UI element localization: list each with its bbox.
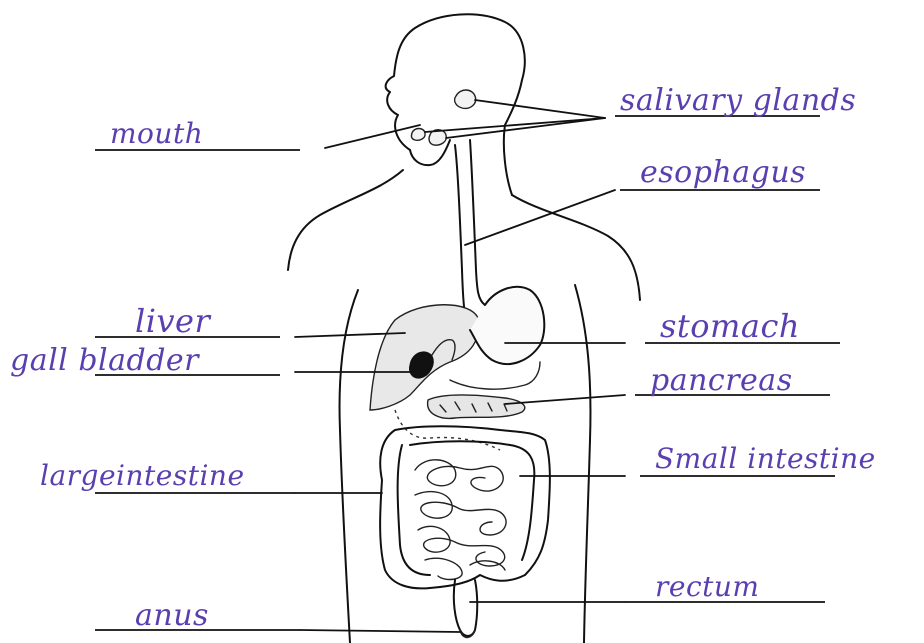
torso-left-side <box>340 290 358 643</box>
small-intestine-coil-2 <box>415 492 506 535</box>
small-intestine-coil-3 <box>418 526 505 566</box>
label-liver: liver <box>135 302 211 340</box>
small-intestine-coil-1 <box>415 460 503 491</box>
small-intestine-coils <box>415 460 506 580</box>
label-stomach: stomach <box>660 307 800 345</box>
salivary-gland-shapes <box>411 90 475 145</box>
chin-outline <box>410 140 450 165</box>
large-intestine-inner <box>398 441 535 575</box>
stomach-shape <box>470 287 544 364</box>
small-intestine-coil-4 <box>425 558 505 579</box>
leader-esophagus <box>465 190 615 245</box>
label-mouth: mouth <box>110 117 203 150</box>
rectum-shape <box>454 580 477 636</box>
right-shoulder <box>512 195 640 300</box>
label-rectum: rectum <box>655 570 759 603</box>
label-esophagus: esophagus <box>640 155 806 190</box>
leader-anus <box>300 630 460 632</box>
esophagus-tube <box>455 140 485 330</box>
leader-mouth <box>325 125 420 148</box>
left-shoulder <box>288 170 403 270</box>
salivary-gland-parotid <box>455 90 476 108</box>
esophagus-right-wall <box>470 140 485 305</box>
label-pancreas: pancreas <box>650 363 793 398</box>
label-salivary-glands: salivary glands <box>620 83 856 118</box>
torso-right-side <box>575 285 590 643</box>
label-gall-bladder: gall bladder <box>10 343 200 378</box>
leader-pancreas <box>505 395 625 404</box>
stomach-lower-curve <box>450 362 540 389</box>
label-small-intestine: Small intestine <box>655 442 876 475</box>
label-anus: anus <box>135 598 209 633</box>
esophagus-left-wall <box>455 145 470 330</box>
label-large-intestine: largeintestine <box>40 459 245 492</box>
leader-salivary-parotid <box>475 100 605 118</box>
salivary-gland-sublingual <box>411 129 425 141</box>
